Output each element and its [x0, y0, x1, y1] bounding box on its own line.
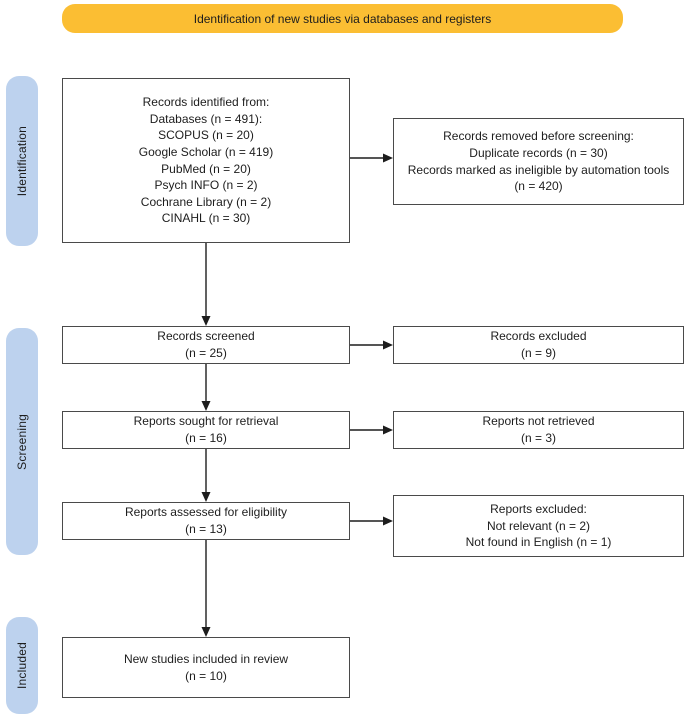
- stage-identification-text: Identification: [15, 125, 29, 197]
- box-line: Records identified from:: [142, 95, 270, 110]
- banner-title: Identification of new studies via databa…: [193, 11, 492, 26]
- stage-label-included: Included: [6, 617, 38, 714]
- box-line: Records removed before screening:: [443, 129, 634, 144]
- box-line: Reports excluded:: [490, 502, 587, 517]
- box-records-identified: Records identified from: Databases (n = …: [62, 78, 350, 243]
- box-line: Google Scholar (n = 419): [138, 144, 274, 159]
- box-line: (n = 16): [185, 431, 227, 445]
- arrow-sought-to-assessed: [201, 449, 211, 502]
- stage-label-screening: Screening: [6, 328, 38, 555]
- box-line: Cochrane Library (n = 2): [140, 194, 272, 209]
- stage-included-text: Included: [15, 642, 29, 689]
- box-line: Reports assessed for eligibility: [124, 505, 288, 520]
- arrow-identified-to-screened: [201, 243, 211, 326]
- box-records-excluded: Records excluded (n = 9): [393, 326, 684, 364]
- box-line: Records screened: [157, 329, 255, 344]
- arrow-identified-to-removed: [350, 153, 393, 163]
- box-records-removed-before-screening: Records removed before screening: Duplic…: [393, 118, 684, 205]
- box-line: Reports sought for retrieval: [133, 414, 279, 429]
- box-line: PubMed (n = 20): [161, 161, 251, 176]
- box-line: (n = 10): [185, 668, 227, 683]
- box-line: (n = 3): [520, 431, 556, 445]
- box-records-screened: Records screened (n = 25): [62, 326, 350, 364]
- box-reports-assessed: Reports assessed for eligibility (n = 13…: [62, 502, 350, 540]
- banner: Identification of new studies via databa…: [62, 4, 623, 33]
- stage-screening-text: Screening: [15, 413, 29, 470]
- box-line: Not relevant (n = 2): [486, 518, 591, 533]
- box-line: Duplicate records (n = 30): [469, 145, 608, 160]
- box-line: (n = 25): [185, 346, 227, 360]
- box-line: SCOPUS (n = 20): [158, 128, 254, 143]
- box-reports-not-retrieved: Reports not retrieved (n = 3): [393, 411, 684, 449]
- box-line: Records marked as ineligible by automati…: [407, 162, 670, 194]
- box-reports-excluded: Reports excluded: Not relevant (n = 2) N…: [393, 495, 684, 557]
- box-line: Databases (n = 491):: [149, 111, 263, 126]
- arrow-screened-to-sought: [201, 364, 211, 411]
- box-line: (n = 13): [185, 522, 227, 536]
- box-line: Records excluded: [490, 329, 587, 344]
- box-line: (n = 9): [520, 346, 556, 360]
- arrow-assessed-to-reports-excluded: [350, 516, 393, 526]
- box-line: CINAHL (n = 30): [161, 211, 251, 226]
- box-line: Not found in English (n = 1): [465, 535, 612, 550]
- box-new-studies-included: New studies included in review (n = 10): [62, 637, 350, 698]
- arrow-screened-to-excluded: [350, 340, 393, 350]
- box-reports-sought: Reports sought for retrieval (n = 16): [62, 411, 350, 449]
- box-line: Psych INFO (n = 2): [154, 178, 258, 193]
- arrow-assessed-to-included: [201, 540, 211, 637]
- box-line: Reports not retrieved: [482, 414, 595, 429]
- arrow-sought-to-not-retrieved: [350, 425, 393, 435]
- box-line: New studies included in review: [123, 651, 289, 666]
- stage-label-identification: Identification: [6, 76, 38, 246]
